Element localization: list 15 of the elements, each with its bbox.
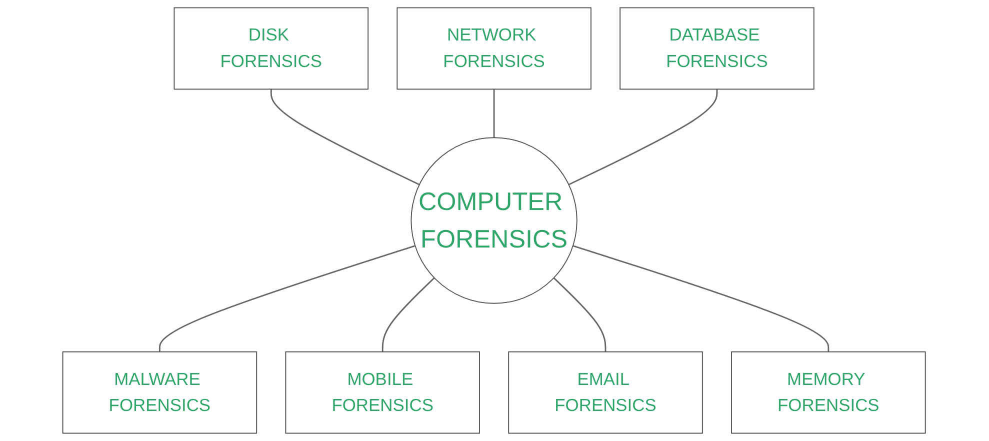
node-circle: COMPUTER FORENSICS: [411, 137, 578, 304]
node-box: DISK FORENSICS: [174, 7, 369, 90]
connector: [159, 245, 416, 352]
connector: [382, 277, 436, 352]
node-box: EMAIL FORENSICS: [508, 351, 704, 434]
connector: [270, 89, 420, 186]
node-box: MALWARE FORENSICS: [62, 351, 258, 434]
node-box: MEMORY FORENSICS: [731, 351, 926, 434]
node-box: DATABASE FORENSICS: [620, 7, 815, 90]
connector: [494, 89, 496, 138]
connector: [573, 245, 830, 352]
connector: [568, 89, 718, 186]
node-box: MOBILE FORENSICS: [286, 351, 480, 434]
connector: [554, 277, 607, 352]
node-box: NETWORK FORENSICS: [397, 7, 592, 90]
